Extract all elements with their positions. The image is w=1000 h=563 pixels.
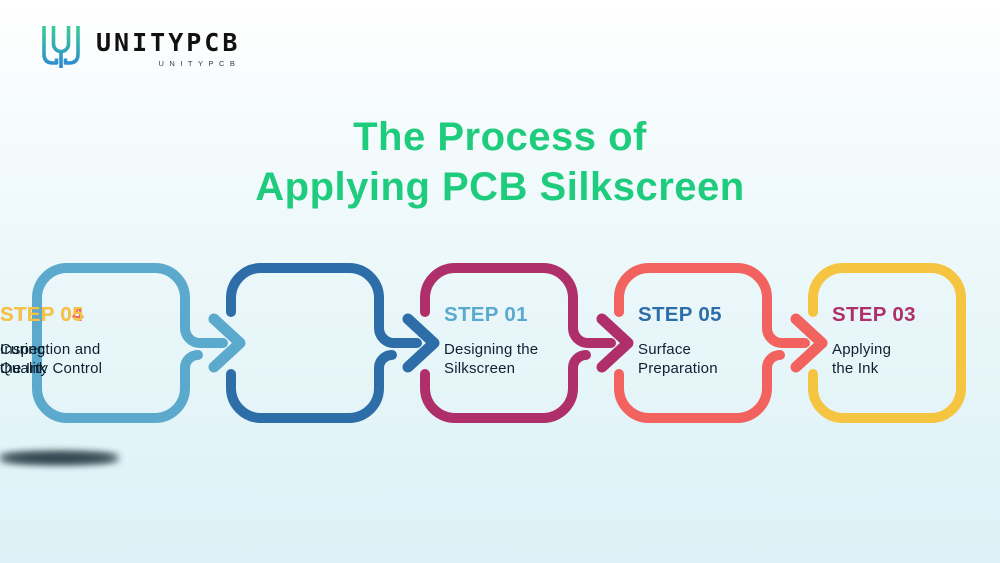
step-card-1: STEP 01 Designing the Silkscreen [444, 303, 576, 378]
step-card-3: STEP 03 Applying the Ink [832, 303, 964, 378]
box-shadow-ellipse [0, 453, 118, 463]
box-shadow-ellipse [0, 453, 118, 463]
arrow-chevron [596, 313, 634, 373]
step-card-4: STEP 04 Curing the Ink [0, 303, 132, 378]
box-shadow-ellipse [0, 453, 118, 463]
step-label: STEP 01 [444, 303, 528, 326]
arrow-chevron [790, 313, 828, 373]
arrow-chevron [402, 313, 440, 373]
step-box-outline [420, 263, 616, 423]
step-description: Applying the Ink [832, 340, 892, 377]
logo-outer-left-bracket [42, 26, 59, 65]
step-description: Inspection and Quality Control [0, 340, 103, 377]
box-shadow-ellipse [0, 453, 118, 463]
step-box-outline [808, 263, 966, 423]
brand-header: UNITYPCB UNITYPCB [34, 21, 240, 75]
title-line-1: The Process of [353, 115, 647, 159]
step-label: STEP 04 [0, 303, 84, 326]
step-box-outline [32, 263, 228, 423]
unitypcb-logo-icon [42, 26, 80, 68]
step-label: STEP 05 [638, 303, 722, 326]
brand-wordmark: UNITYPCB [96, 28, 241, 57]
logo-inner-u [51, 26, 71, 54]
brand-text: UNITYPCB UNITYPCB [96, 30, 240, 68]
page-title: The Process of Applying PCB Silkscreen [0, 112, 1000, 212]
brand-tagline: UNITYPCB [158, 59, 241, 68]
step-card-2: STEP 05 Surface Preparation [638, 303, 770, 378]
step-description: Designing the Silkscreen [444, 340, 539, 377]
step-box-outline [614, 263, 810, 423]
step-description: Surface Preparation [638, 340, 718, 377]
box-shadow-ellipse [0, 453, 118, 463]
step-description: Curing the Ink [0, 340, 47, 377]
step-label: STEP 05 [0, 303, 84, 326]
logo-outer-right-bracket [63, 26, 80, 65]
step-card-5: STEP 05 Inspection and Quality Control [0, 303, 132, 378]
title-line-2: Applying PCB Silkscreen [255, 165, 745, 209]
arrow-chevron [208, 313, 246, 373]
step-box-outline [226, 263, 422, 423]
step-label: STEP 03 [832, 303, 916, 326]
